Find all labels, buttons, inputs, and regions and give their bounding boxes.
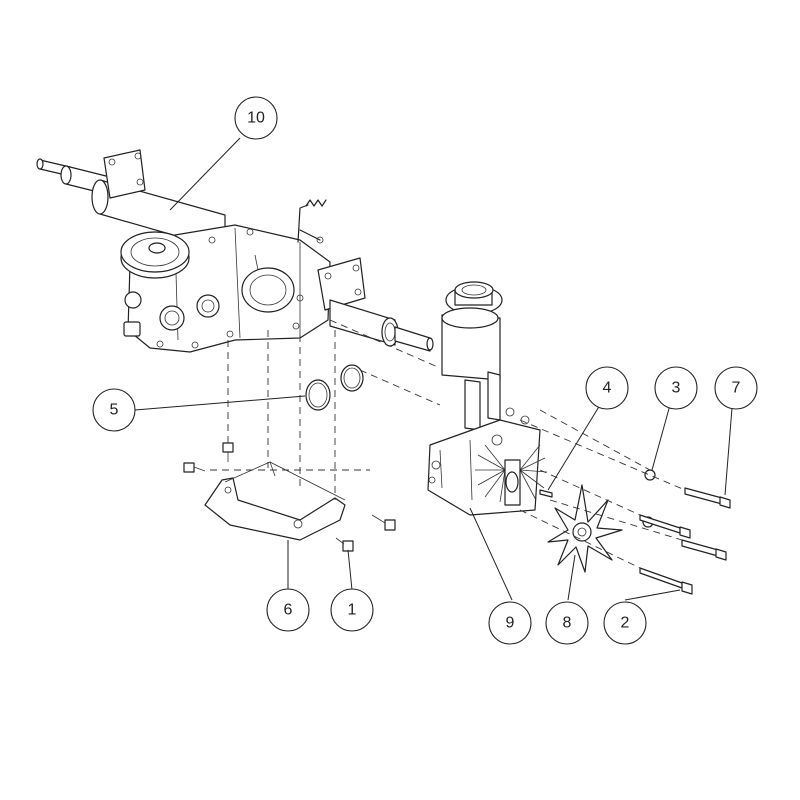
part-10-transaxle	[36, 149, 434, 353]
callout-label: 1	[348, 602, 357, 619]
callout-8: 8	[545, 601, 589, 645]
part-8-fan	[547, 484, 623, 573]
callout-label: 3	[672, 380, 681, 397]
callout-label: 2	[621, 615, 630, 632]
part-6-bracket	[204, 461, 346, 541]
callout-label: 9	[506, 615, 515, 632]
callout-7: 7	[714, 366, 758, 410]
callout-label: 4	[603, 380, 612, 397]
callout-label: 8	[563, 615, 572, 632]
assembly-lines	[210, 319, 686, 569]
part-1-bolts	[183, 442, 396, 552]
callout-1: 1	[330, 588, 374, 632]
callout-label: 6	[284, 602, 293, 619]
leader-lines	[134, 137, 733, 601]
callout-6: 6	[266, 588, 310, 632]
callout-10: 10	[234, 96, 278, 140]
callout-9: 9	[488, 601, 532, 645]
part-2-bolts	[639, 514, 693, 595]
part-4-key	[539, 489, 553, 498]
callout-3: 3	[654, 366, 698, 410]
part-9-pump	[427, 281, 548, 516]
callout-5: 5	[92, 388, 136, 432]
callout-label: 5	[110, 402, 119, 419]
callout-label: 10	[247, 110, 265, 127]
part-7-studs	[681, 487, 731, 561]
callout-2: 2	[603, 601, 647, 645]
callout-label: 7	[732, 380, 741, 397]
part-5-o-rings	[305, 364, 364, 411]
callout-4: 4	[585, 366, 629, 410]
